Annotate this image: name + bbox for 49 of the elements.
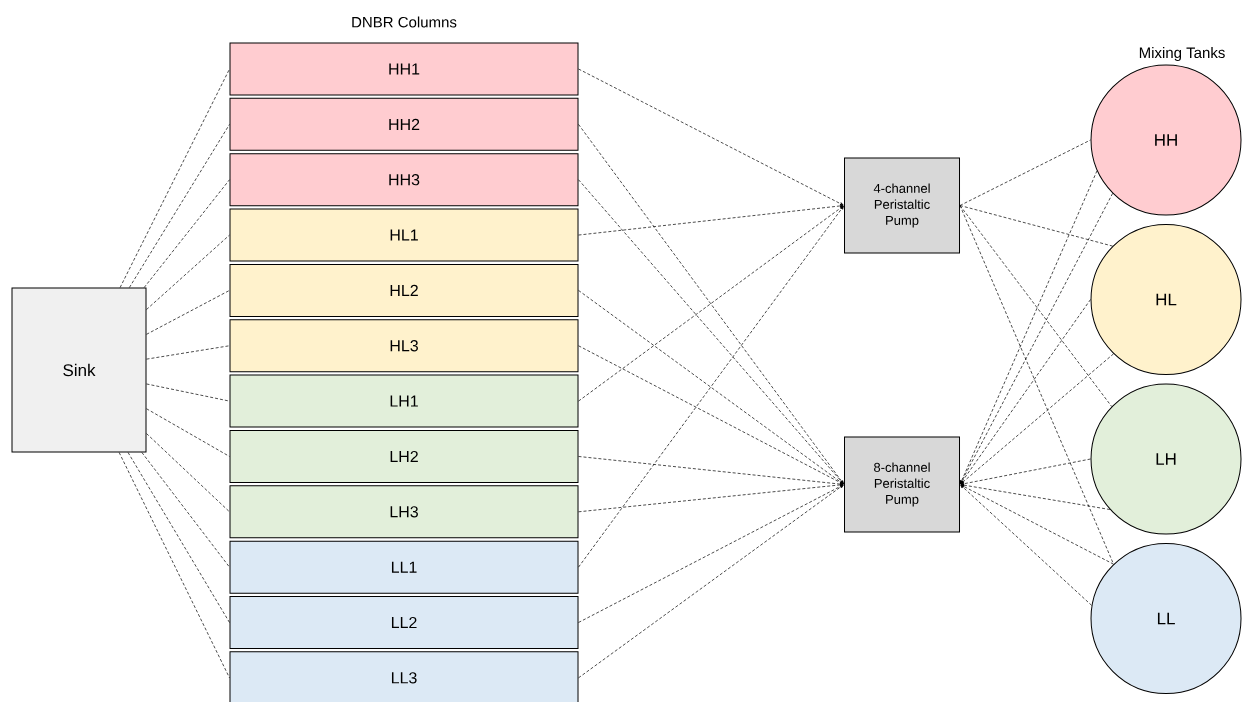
connector-line	[959, 205, 1113, 247]
column-box: HL1	[229, 208, 579, 262]
connector-line	[578, 484, 844, 623]
sink-box: Sink	[11, 287, 147, 453]
connector-line	[578, 456, 844, 486]
column-box: HH1	[229, 42, 579, 96]
connector-line	[960, 484, 1092, 606]
connector-line	[119, 68, 230, 288]
connector-line	[141, 452, 230, 568]
connector-line	[578, 68, 844, 206]
connector-line	[959, 205, 1113, 407]
connector-line	[578, 484, 844, 679]
connector-line	[129, 124, 230, 288]
column-box: HL2	[229, 263, 579, 317]
column-box: LL1	[229, 540, 579, 594]
connector-line	[146, 408, 230, 457]
connector-line	[578, 345, 844, 485]
connector-line	[578, 204, 844, 236]
connector-line	[146, 234, 230, 310]
pump-box: 4-channel Peristaltic Pump	[844, 157, 960, 254]
column-box: LL2	[229, 596, 579, 649]
connector-line	[960, 483, 1111, 510]
column-box: LH1	[229, 374, 579, 428]
column-box: LL3	[229, 651, 579, 702]
column-box: HH2	[229, 97, 579, 151]
column-box: LH2	[229, 429, 579, 483]
connector-line	[959, 205, 1114, 565]
heading-label: DNBR Columns	[352, 16, 457, 28]
column-box: HH3	[229, 153, 579, 207]
connector-line	[578, 205, 844, 402]
connector-line	[127, 452, 230, 623]
connector-line	[578, 179, 844, 485]
connector-line	[960, 458, 1091, 486]
connector-line	[118, 452, 230, 679]
connector-line	[146, 383, 230, 402]
connector-line	[578, 483, 844, 513]
pump-box: 8-channel Peristaltic Pump	[844, 436, 960, 533]
connector-line	[960, 484, 1114, 565]
connector-line	[959, 139, 1091, 206]
connector-line	[146, 290, 230, 335]
connector-line	[960, 299, 1091, 485]
connector-line	[146, 345, 230, 360]
connector-line	[578, 124, 844, 485]
connector-line	[578, 205, 844, 568]
connector-line	[960, 353, 1114, 485]
connector-line	[146, 433, 230, 513]
connector-line	[143, 179, 230, 288]
column-box: LH3	[229, 485, 579, 539]
column-box: HL3	[229, 319, 579, 373]
